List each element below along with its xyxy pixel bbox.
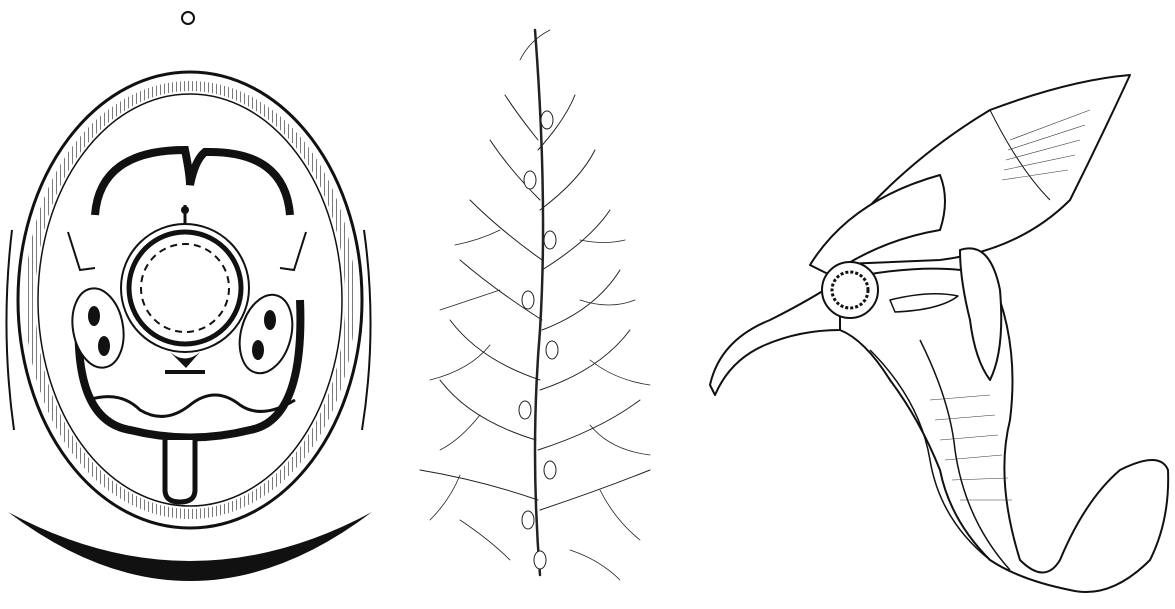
flower-section-panel — [690, 0, 1175, 609]
floral-diagram-drawing — [0, 0, 380, 609]
plant-stem-drawing — [400, 0, 680, 609]
axis-marker-icon — [182, 12, 194, 24]
plant-stem-panel — [400, 0, 680, 609]
flower-section-drawing — [690, 0, 1175, 609]
floral-diagram-panel — [0, 0, 380, 609]
